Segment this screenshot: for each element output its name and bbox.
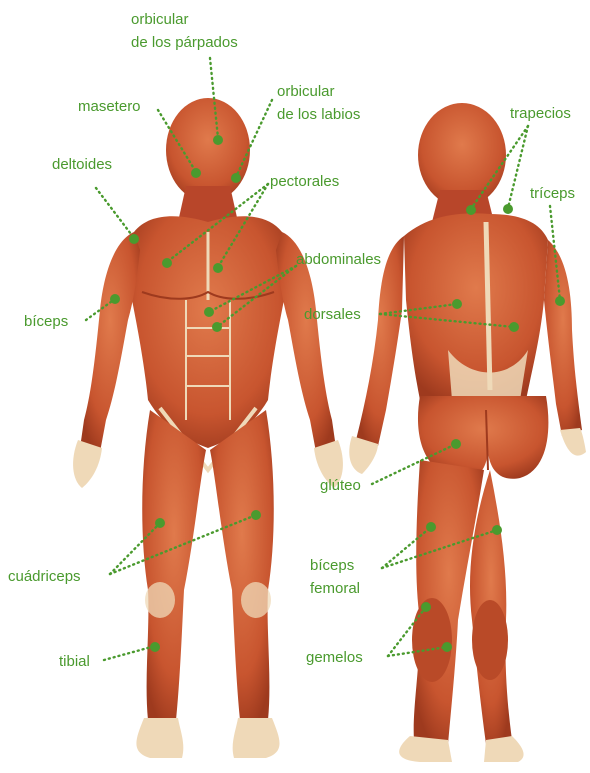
label-orbicular-parpados-line1: orbicular [131, 10, 238, 29]
label-biceps-femoral-line2: femoral [310, 579, 360, 598]
back-right-arm [544, 240, 582, 436]
label-biceps: bíceps [24, 312, 68, 331]
label-orbicular-parpados: orbicular de los párpados [131, 10, 238, 52]
label-gluteo: glúteo [320, 476, 361, 495]
label-orbicular-labios-line2: de los labios [277, 105, 360, 124]
front-right-leg [142, 410, 206, 720]
label-trapecios: trapecios [510, 104, 571, 123]
front-neck [178, 186, 238, 222]
label-triceps: tríceps [530, 184, 575, 203]
label-tibial: tibial [59, 652, 90, 671]
label-deltoides: deltoides [52, 155, 112, 174]
front-figure [73, 98, 343, 758]
label-pectorales: pectorales [270, 172, 339, 191]
label-orbicular-labios: orbicular de los labios [277, 82, 360, 124]
front-left-leg [210, 410, 274, 720]
label-abdominales: abdominales [296, 250, 381, 269]
label-orbicular-labios-line1: orbicular [277, 82, 360, 101]
label-dorsales: dorsales [304, 305, 361, 324]
label-masetero: masetero [78, 97, 141, 116]
front-right-arm [80, 232, 140, 452]
label-biceps-femoral: bíceps femoral [310, 556, 360, 598]
label-gemelos: gemelos [306, 648, 363, 667]
label-orbicular-parpados-line2: de los párpados [131, 33, 238, 52]
label-biceps-femoral-line1: bíceps [310, 556, 360, 575]
label-cuadriceps: cuádriceps [8, 567, 81, 586]
